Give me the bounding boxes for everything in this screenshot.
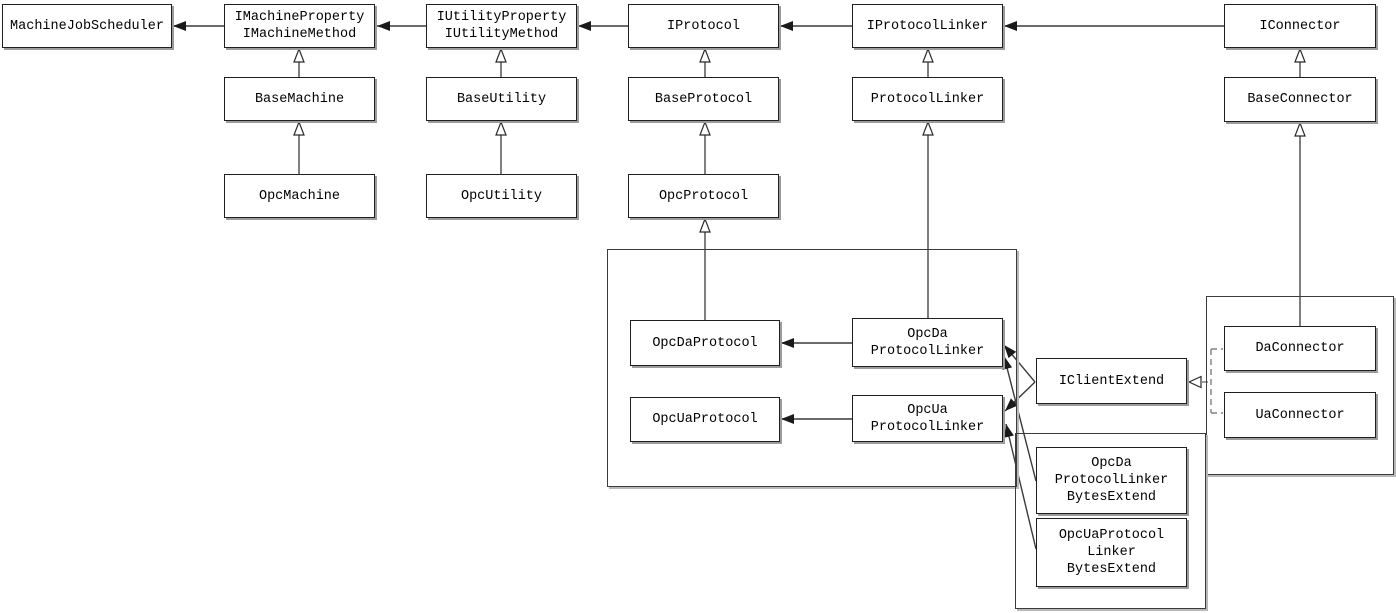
container-bytesextend-group: [1015, 433, 1206, 609]
edge-opcdabytesextend-to-opcdalinker: [1002, 355, 1037, 482]
node-opc-da-protocol-linker: OpcDa ProtocolLinker: [852, 318, 1003, 367]
node-ua-connector: UaConnector: [1224, 392, 1376, 438]
node-iutility-property-method: IUtilityProperty IUtilityMethod: [426, 4, 577, 48]
node-base-connector: BaseConnector: [1224, 77, 1376, 122]
node-machine-job-scheduler: MachineJobScheduler: [2, 4, 172, 48]
node-iprotocol: IProtocol: [628, 4, 779, 48]
node-da-connector: DaConnector: [1224, 326, 1376, 371]
node-protocol-linker: ProtocolLinker: [852, 77, 1003, 121]
node-opc-da-protocol-linker-bytes-extend: OpcDa ProtocolLinker BytesExtend: [1036, 447, 1187, 514]
node-opc-machine: OpcMachine: [224, 174, 375, 218]
node-opc-ua-protocol-linker-bytes-extend: OpcUaProtocol Linker BytesExtend: [1036, 518, 1187, 587]
node-base-machine: BaseMachine: [224, 77, 375, 121]
edge-opcuabytesextend-to-opcualinker: [1004, 423, 1037, 550]
node-opc-da-protocol: OpcDaProtocol: [630, 320, 780, 366]
node-opc-protocol: OpcProtocol: [628, 174, 779, 218]
node-iprotocol-linker: IProtocolLinker: [852, 4, 1003, 48]
node-iclient-extend: IClientExtend: [1036, 358, 1187, 404]
container-connectors-group: [1206, 296, 1394, 475]
node-base-protocol: BaseProtocol: [628, 77, 779, 121]
node-base-utility: BaseUtility: [426, 77, 577, 121]
realization-hollow-triangle-icon: [1187, 375, 1202, 389]
node-imachine-property-method: IMachineProperty IMachineMethod: [224, 4, 375, 48]
association-arrows: [173, 21, 1224, 550]
edge-iclientextend-to-opcdalinker: [1003, 344, 1036, 383]
node-opc-utility: OpcUtility: [426, 174, 577, 218]
container-opc-protocols-group: [607, 249, 1017, 487]
node-iconnector: IConnector: [1224, 4, 1376, 48]
node-opc-ua-protocol-linker: OpcUa ProtocolLinker: [852, 395, 1003, 442]
inheritance-arrows: [293, 47, 1306, 326]
edge-iclientextend-to-opcualinker: [1004, 381, 1036, 412]
node-opc-ua-protocol: OpcUaProtocol: [630, 397, 780, 442]
